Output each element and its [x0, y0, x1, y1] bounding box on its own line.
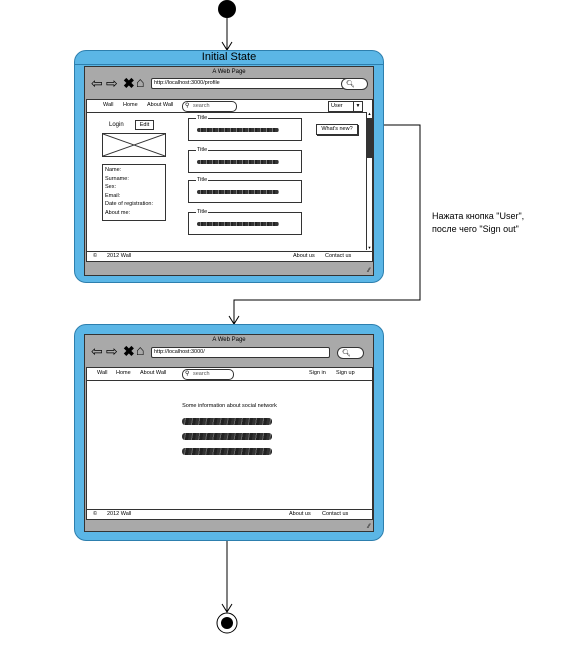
- user-dropdown[interactable]: User ▼: [328, 101, 363, 112]
- chevron-down-icon: ▼: [353, 102, 362, 111]
- transition-label-line2: после чего "Sign out": [432, 224, 519, 234]
- post-card: Title: [188, 115, 302, 141]
- field-email: Email:: [105, 192, 121, 199]
- initial-node: [218, 0, 236, 18]
- magnifier-icon: 🔍︎: [342, 350, 351, 357]
- user-button-label: User: [331, 103, 343, 109]
- field-surname: Surname:: [105, 175, 129, 182]
- menu-wall[interactable]: Wall: [103, 102, 114, 108]
- field-name: Name:: [105, 167, 122, 173]
- browser-search-button[interactable]: 🔍︎: [341, 78, 368, 90]
- back-icon[interactable]: ⇦: [91, 343, 103, 359]
- menu-bar: Wall Home About Wall ⚲search User ▼: [87, 100, 372, 113]
- window-title: A Web Page: [212, 337, 246, 343]
- post-card: Title: [188, 147, 302, 173]
- forward-icon[interactable]: ⇨: [106, 75, 118, 91]
- page-viewport: Wall Home About Wall ⚲search Sign in Sig…: [86, 367, 373, 520]
- field-sex: Sex:: [105, 184, 117, 190]
- post-text-placeholder: [197, 128, 279, 132]
- transition-label-line1: Нажата кнопка "User",: [432, 211, 525, 221]
- page-footer: © 2012 Wall About us Contact us: [87, 251, 372, 261]
- search-input[interactable]: ⚲search: [182, 101, 237, 112]
- browser-window: A Web Page ⇦ ⇨ ✖ ⌂ http://localhost:3000…: [84, 334, 374, 532]
- footer-about-us[interactable]: About us: [293, 253, 315, 259]
- post-title: Title: [196, 209, 209, 215]
- forward-icon[interactable]: ⇨: [106, 343, 118, 359]
- final-node-dot: [221, 617, 233, 629]
- menu-wall[interactable]: Wall: [97, 370, 108, 376]
- scroll-down-icon[interactable]: ▼: [367, 245, 372, 250]
- browser-search-button[interactable]: 🔍︎: [337, 347, 364, 359]
- vertical-scrollbar[interactable]: ▲ ▼: [366, 112, 372, 250]
- home-icon[interactable]: ⌂: [136, 74, 145, 90]
- window-title: A Web Page: [212, 69, 246, 75]
- field-about: About me:: [105, 209, 131, 216]
- transition-label: Нажата кнопка "User", после чего "Sign o…: [432, 210, 524, 236]
- menu-about-wall[interactable]: About Wall: [147, 102, 174, 108]
- signed-out-state: A Web Page ⇦ ⇨ ✖ ⌂ http://localhost:3000…: [74, 324, 384, 541]
- final-flow-arrow: [221, 603, 233, 613]
- close-icon[interactable]: ✖: [123, 343, 135, 359]
- state-title: Initial State: [201, 51, 257, 63]
- info-text-placeholder: [182, 433, 272, 440]
- post-text-placeholder: [197, 222, 279, 226]
- back-icon[interactable]: ⇦: [91, 75, 103, 91]
- menu-about-wall[interactable]: About Wall: [140, 370, 167, 376]
- post-title: Title: [196, 147, 209, 153]
- copyright-icon: ©: [93, 253, 98, 259]
- menu-home[interactable]: Home: [123, 102, 138, 108]
- avatar-cross-icon: [103, 134, 165, 156]
- login-label: Login: [109, 122, 124, 128]
- edit-button[interactable]: Edit: [135, 120, 154, 130]
- post-text-placeholder: [197, 190, 279, 194]
- initial-state: Initial State A Web Page ⇦ ⇨ ✖ ⌂ http://…: [74, 50, 384, 283]
- avatar-placeholder: [102, 133, 166, 157]
- browser-window: A Web Page ⇦ ⇨ ✖ ⌂ http://localhost:3000…: [84, 66, 374, 276]
- home-icon[interactable]: ⌂: [136, 342, 145, 358]
- search-input[interactable]: ⚲search: [182, 369, 234, 380]
- search-icon: ⚲: [185, 103, 190, 109]
- search-icon: ⚲: [185, 371, 190, 377]
- resize-grip-icon[interactable]: ⁄⁄: [367, 268, 370, 274]
- footer-contact-us[interactable]: Contact us: [325, 253, 352, 259]
- scroll-thumb[interactable]: [367, 118, 372, 158]
- close-icon[interactable]: ✖: [123, 75, 135, 91]
- menu-bar: Wall Home About Wall ⚲search Sign in Sig…: [87, 368, 372, 381]
- post-title: Title: [196, 115, 209, 121]
- resize-grip-icon[interactable]: ⁄⁄: [367, 524, 370, 530]
- info-text-placeholder: [182, 418, 272, 425]
- url-bar[interactable]: http://localhost:3000/: [151, 347, 330, 358]
- sign-in-link[interactable]: Sign in: [309, 370, 326, 376]
- scroll-up-icon[interactable]: ▲: [367, 111, 372, 116]
- copyright-icon: ©: [93, 511, 98, 517]
- post-title: Title: [196, 177, 209, 183]
- post-text-placeholder: [197, 160, 279, 164]
- transition-flow: [233, 124, 421, 324]
- url-bar[interactable]: http://localhost:3000/profile: [151, 78, 358, 89]
- info-text-placeholder: [182, 448, 272, 455]
- info-heading: Some information about social network: [182, 403, 277, 409]
- footer-copyright: 2012 Wall: [107, 511, 132, 517]
- search-placeholder: search: [193, 371, 210, 377]
- footer-about-us[interactable]: About us: [289, 511, 311, 517]
- menu-home[interactable]: Home: [116, 370, 131, 376]
- post-card: Title: [188, 209, 302, 235]
- footer-contact-us[interactable]: Contact us: [322, 511, 349, 517]
- field-date: Date of registration:: [105, 201, 153, 207]
- search-placeholder: search: [193, 103, 210, 109]
- page-viewport: Wall Home About Wall ⚲search User ▼ Logi…: [86, 99, 373, 262]
- page-footer: © 2012 Wall About us Contact us: [87, 509, 372, 519]
- profile-info-box: Name: Surname: Sex: Email: Date of regis…: [102, 164, 166, 221]
- profile-fields: Name: Surname: Sex: Email: Date of regis…: [105, 166, 153, 217]
- footer-copyright: 2012 Wall: [107, 253, 132, 259]
- post-card: Title: [188, 177, 302, 203]
- magnifier-icon: 🔍︎: [346, 81, 355, 88]
- whats-new-button[interactable]: What's new?: [316, 124, 358, 135]
- sign-up-link[interactable]: Sign up: [336, 370, 355, 376]
